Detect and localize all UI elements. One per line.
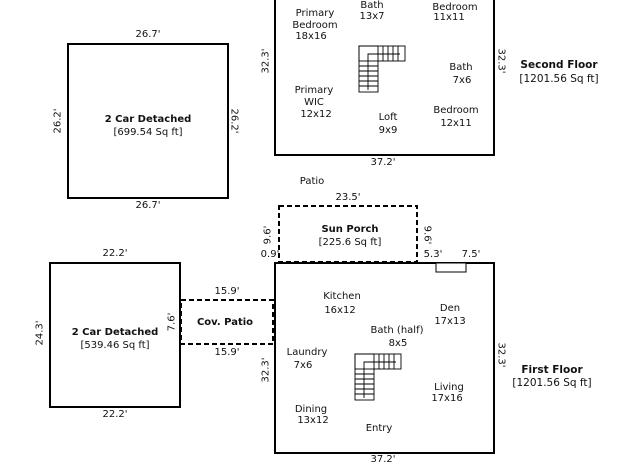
cov-patio-dim-top: 15.9' xyxy=(214,286,240,297)
room-bedroom-top-size: 11x11 xyxy=(433,12,465,23)
sun-porch-area: [225.6 Sq ft] xyxy=(318,237,382,248)
cov-patio-dim-left: 7.6' xyxy=(166,312,178,332)
garage-top-name: 2 Car Detached xyxy=(104,114,192,125)
second-floor-stairs xyxy=(358,45,406,93)
cov-patio-outline xyxy=(180,299,274,345)
room-den-name: Den xyxy=(439,303,461,314)
garage-bottom-dim-bottom: 22.2' xyxy=(102,409,128,420)
sun-porch-outline xyxy=(278,205,418,263)
first-floor-dim-top-right: 7.5' xyxy=(461,249,481,260)
room-bath-right-size: 7x6 xyxy=(452,75,472,86)
garage-bottom-area: [539.46 Sq ft] xyxy=(80,340,150,351)
first-floor-dim-top-mid: 5.3' xyxy=(423,249,443,260)
garage-bottom-name: 2 Car Detached xyxy=(71,327,159,338)
sun-porch-dim-top: 23.5' xyxy=(335,192,361,203)
sun-porch-name: Sun Porch xyxy=(321,224,379,235)
room-dining-size: 13x12 xyxy=(297,415,329,426)
room-bedroom-top-name: Bedroom xyxy=(432,2,478,13)
room-primary-wic-size: 12x12 xyxy=(300,109,332,120)
room-loft-name: Loft xyxy=(378,112,398,123)
room-primary-wic-name: Primary WIC xyxy=(294,85,334,108)
sun-porch-dim-right: 9.6' xyxy=(421,225,433,245)
room-entry-name: Entry xyxy=(365,423,393,434)
room-bedroom-bottom-size: 12x11 xyxy=(440,118,472,129)
room-bedroom-bottom-name: Bedroom xyxy=(433,105,479,116)
garage-top-dim-left: 26.2' xyxy=(52,108,64,134)
garage-bottom-dim-top: 22.2' xyxy=(102,248,128,259)
cov-patio-dim-bottom: 15.9' xyxy=(214,347,240,358)
room-bath-top-size: 13x7 xyxy=(359,11,385,22)
first-floor-dim-left: 32.3' xyxy=(260,357,272,383)
room-bath-top-name: Bath xyxy=(360,0,384,11)
first-floor-outline xyxy=(274,262,495,454)
room-dining-name: Dining xyxy=(294,404,328,415)
patio-label: Patio xyxy=(299,176,325,187)
second-floor-dim-bottom: 37.2' xyxy=(370,157,396,168)
second-floor-title: Second Floor xyxy=(520,59,598,71)
room-primary-bedroom-name: Primary Bedroom xyxy=(292,8,338,31)
room-kitchen-name: Kitchen xyxy=(323,291,361,302)
garage-top-area: [699.54 Sq ft] xyxy=(113,127,183,138)
garage-top-outline xyxy=(67,43,229,199)
room-laundry-size: 7x6 xyxy=(293,360,313,371)
fireplace-box xyxy=(435,262,467,273)
room-kitchen-size: 16x12 xyxy=(324,305,356,316)
garage-top-dim-bottom: 26.7' xyxy=(135,200,161,211)
second-floor-outline xyxy=(274,0,495,156)
first-floor-dim-right: 32.3' xyxy=(495,342,507,368)
second-floor-dim-right: 32.3' xyxy=(495,48,507,74)
first-floor-dim-bottom: 37.2' xyxy=(370,454,396,465)
room-living-size: 17x16 xyxy=(431,393,463,404)
room-living-name: Living xyxy=(434,382,464,393)
room-bath-half-size: 8x5 xyxy=(388,338,408,349)
room-den-size: 17x13 xyxy=(434,316,466,327)
garage-top-dim-right: 26.2' xyxy=(228,108,240,134)
first-floor-dim-top-left: 0.9' xyxy=(260,249,280,260)
cov-patio-name: Cov. Patio xyxy=(196,317,254,328)
second-floor-dim-left: 32.3' xyxy=(260,48,272,74)
first-floor-area: [1201.56 Sq ft] xyxy=(512,377,592,389)
first-floor-title: First Floor xyxy=(521,364,583,376)
sun-porch-dim-left: 9.6' xyxy=(262,225,274,245)
second-floor-area: [1201.56 Sq ft] xyxy=(519,73,599,85)
room-primary-bedroom-size: 18x16 xyxy=(295,31,327,42)
room-laundry-name: Laundry xyxy=(286,347,328,358)
garage-bottom-dim-left: 24.3' xyxy=(34,320,46,346)
room-bath-right-name: Bath xyxy=(449,62,473,73)
garage-top-dim-top: 26.7' xyxy=(135,29,161,40)
first-floor-stairs xyxy=(354,353,402,401)
room-loft-size: 9x9 xyxy=(378,125,398,136)
room-bath-half-name: Bath (half) xyxy=(370,325,424,336)
